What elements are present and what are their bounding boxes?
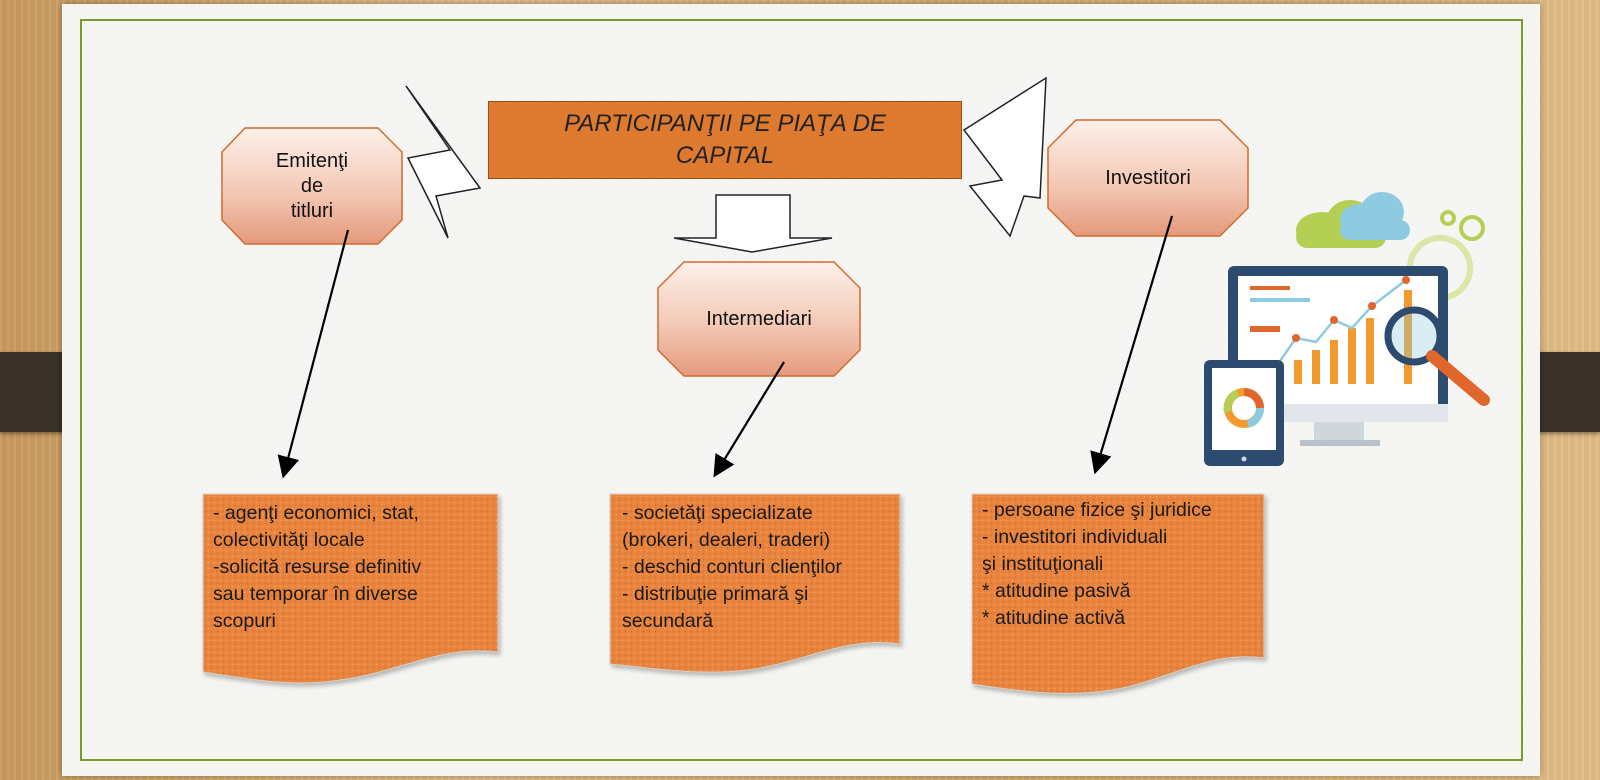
arrow-investitori: [1090, 215, 1174, 475]
node-intermediari-label: Intermediari: [706, 307, 812, 330]
arrow-emitenti: [277, 229, 350, 479]
box-intermediari-shape: [609, 493, 901, 673]
box-investitori-shape: [971, 493, 1265, 694]
arrow-intermediari: [713, 361, 785, 478]
box-emitenti-shape: [202, 493, 499, 684]
down-block-arrow: [673, 194, 833, 253]
node-emitenti-label: Emitenţi de titluri: [275, 149, 349, 222]
cloud-icon: [1296, 192, 1410, 248]
node-intermediari-shape: [657, 261, 861, 377]
box-intermediari-text: - societăţi specializate (brokeri, deale…: [622, 502, 843, 632]
right-zigzag-connector: [962, 76, 1047, 238]
box-investitori-text: - persoane fizice şi juridice - investit…: [982, 499, 1212, 629]
box-emitenti-text: - agenţi economici, stat, colectivităţi …: [213, 502, 422, 632]
slide-frame: [80, 19, 1523, 761]
magnifier-icon: [1384, 306, 1490, 406]
left-zigzag-connector: [405, 85, 482, 239]
node-emitenti-shape: [221, 127, 403, 245]
analytics-dashboard-illustration: [1204, 192, 1490, 466]
node-investitori-shape: [1047, 119, 1249, 237]
node-investitori-label: Investitori: [1105, 166, 1191, 189]
tablet-icon: [1204, 360, 1284, 466]
diagram-title: PARTICIPANŢII PE PIAŢA DE CAPITAL: [488, 101, 962, 179]
